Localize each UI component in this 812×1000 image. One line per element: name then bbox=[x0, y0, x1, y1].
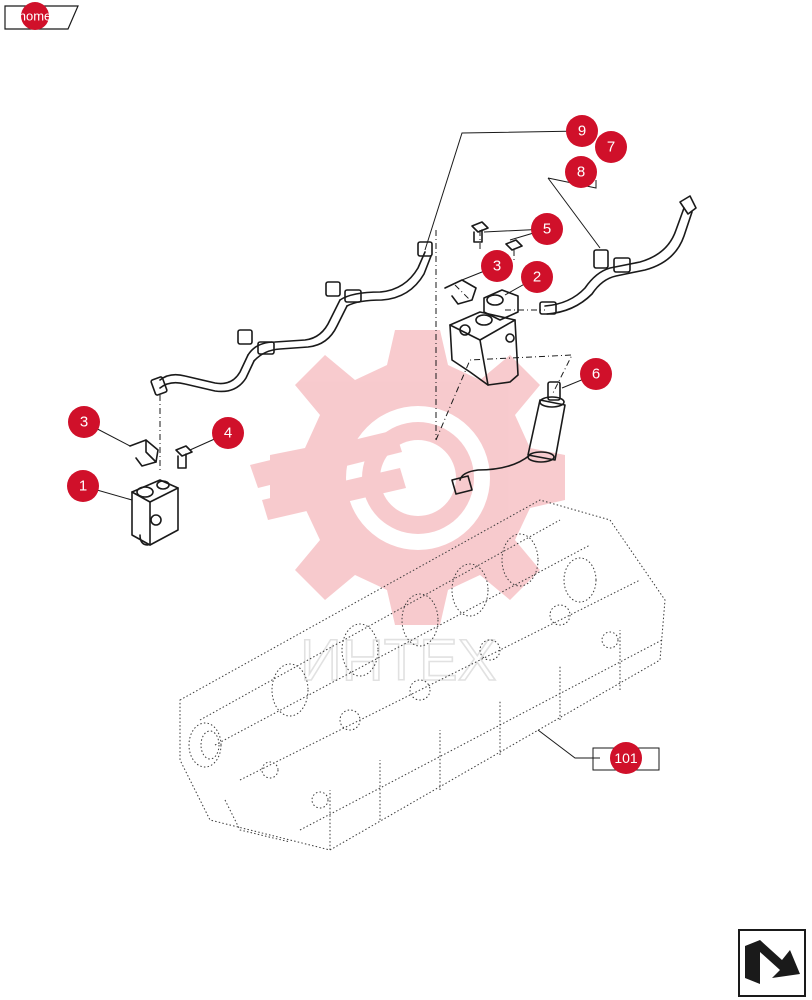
callout-1[interactable]: 1 bbox=[67, 470, 99, 502]
part-2-valve-block bbox=[449, 289, 519, 386]
part-4-bolt bbox=[175, 445, 193, 469]
watermark-text: ИНТЕХ bbox=[300, 628, 496, 693]
part-3-clip-left bbox=[129, 439, 159, 467]
svg-text:9: 9 bbox=[578, 123, 586, 140]
part-6-solenoid bbox=[451, 381, 566, 495]
assembly-lines bbox=[159, 230, 573, 470]
callout-7[interactable]: 7 bbox=[595, 131, 627, 163]
home-button[interactable]: home bbox=[4, 2, 79, 30]
svg-text:3: 3 bbox=[80, 414, 88, 431]
callout-2[interactable]: 2 bbox=[521, 261, 553, 293]
callout-3-left[interactable]: 3 bbox=[68, 406, 100, 438]
callout-5[interactable]: 5 bbox=[531, 213, 563, 245]
svg-text:101: 101 bbox=[614, 750, 638, 766]
svg-text:7: 7 bbox=[607, 139, 615, 156]
fuel-pipe-left bbox=[150, 241, 433, 396]
next-page-arrow-icon[interactable] bbox=[738, 929, 806, 997]
svg-text:1: 1 bbox=[79, 478, 87, 495]
svg-text:3: 3 bbox=[493, 258, 501, 275]
part-1-valve-block bbox=[131, 479, 179, 546]
callout-101[interactable]: 101 bbox=[610, 742, 642, 774]
callout-6[interactable]: 6 bbox=[580, 358, 612, 390]
svg-text:2: 2 bbox=[533, 269, 541, 286]
cylinder-head-outline bbox=[179, 499, 666, 851]
watermark-logo: ИНТЕХ bbox=[250, 330, 565, 694]
part-3-clip-right bbox=[444, 279, 477, 305]
callout-8[interactable]: 8 bbox=[565, 156, 597, 188]
svg-text:4: 4 bbox=[224, 425, 232, 442]
callout-4[interactable]: 4 bbox=[212, 417, 244, 449]
home-label: home bbox=[19, 9, 52, 24]
svg-text:5: 5 bbox=[543, 221, 551, 238]
callout-3-right[interactable]: 3 bbox=[481, 250, 513, 282]
svg-text:6: 6 bbox=[592, 366, 600, 383]
callout-9[interactable]: 9 bbox=[566, 115, 598, 147]
part-5-bolts bbox=[471, 221, 523, 251]
svg-text:8: 8 bbox=[577, 164, 585, 181]
fuel-pipe-right bbox=[539, 195, 697, 315]
